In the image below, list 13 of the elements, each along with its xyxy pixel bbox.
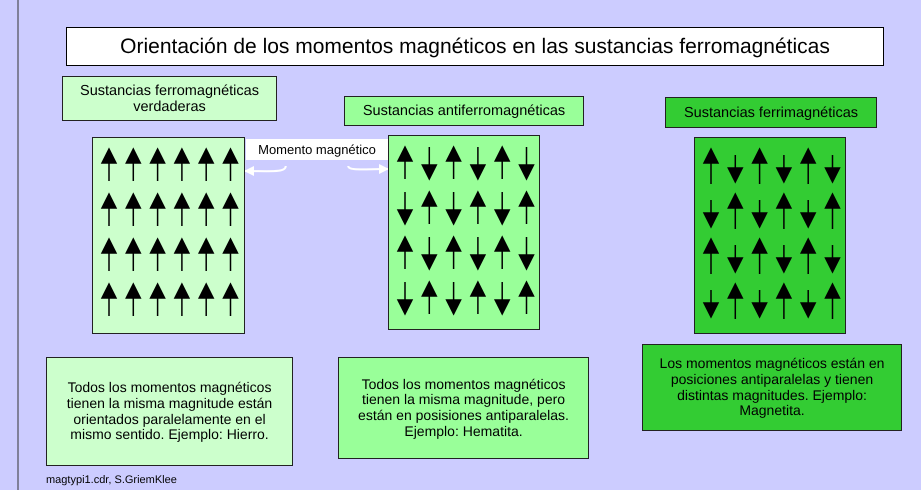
heading-box: Sustancias antiferromagnéticas [344,96,584,126]
curved-arrow [347,164,389,174]
spin-panel [694,137,846,334]
title-box: Orientación de los momentos magnéticos en las sustancias ferromagnéticas [66,27,884,66]
heading-box: Sustancias ferrimagnéticas [665,97,877,128]
heading-box: Sustancias ferromagnéticas verdaderas [62,76,277,121]
callout-label: Momento magnético [246,139,388,160]
description-box: Todos los momentos magnéticos tienen la misma magnitude están orientados paralelamente en el mismo sentido. Ejemplo: Hierro. [46,357,293,466]
curved-arrow [244,166,287,176]
spin-panel [92,137,245,334]
description-box: Los momentos magnéticos están en posiciones antiparalelas y tienen distintas magnitudes. Ejemplo: Magnetita. [642,344,902,431]
spin-panel [388,135,540,330]
description-box: Todos los momentos magnéticos tienen la misma magnitude, pero están en posisiones antiparalelas. Ejemplo: Hematita. [338,357,589,459]
